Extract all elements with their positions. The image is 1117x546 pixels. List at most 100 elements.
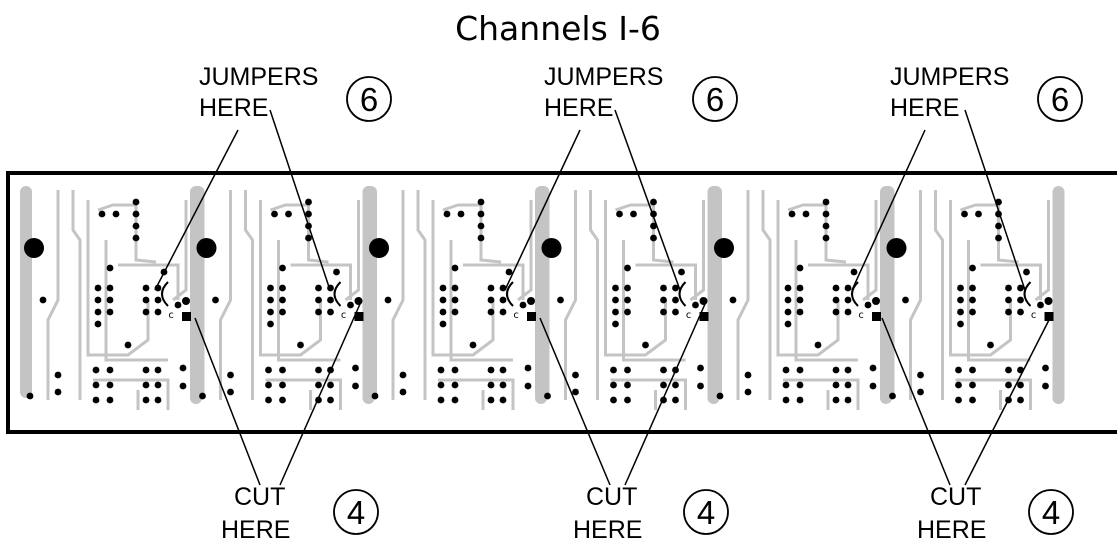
component-pad [315, 308, 322, 316]
component-pad [744, 371, 752, 379]
component-pad [624, 366, 631, 374]
component-pad [279, 264, 286, 272]
component-pad [796, 284, 804, 292]
component-pad [179, 364, 187, 372]
component-pad [154, 308, 162, 316]
component-pad [796, 264, 804, 272]
component-pad [832, 366, 840, 374]
cut-callout-3: CUT HERE 4 [917, 483, 1074, 544]
signal-trace [118, 263, 180, 300]
component-pad [39, 296, 47, 304]
component-pad [439, 308, 447, 316]
channel-1: c [20, 186, 202, 410]
component-pad [850, 268, 858, 276]
component-pad [451, 264, 459, 272]
signal-trace [622, 240, 686, 362]
signal-trace [589, 190, 599, 400]
ground-trace [882, 186, 895, 398]
leader-lines [154, 109, 1051, 486]
component-pad [822, 210, 830, 218]
component-pad [844, 308, 852, 316]
cut-leader-line [881, 317, 951, 486]
cut-count-1: 4 [347, 494, 365, 531]
signal-trace [808, 263, 870, 300]
signal-trace [909, 190, 922, 400]
jumper-leader-line [614, 109, 681, 291]
component-pad [802, 210, 810, 218]
signal-trace [277, 240, 341, 362]
component-pad [660, 296, 667, 304]
component-pad [315, 296, 322, 304]
jumper-count-2: 6 [706, 81, 724, 118]
component-pad [142, 308, 150, 316]
component-pad [557, 296, 564, 304]
component-pad [271, 210, 278, 218]
ground-trace [365, 186, 377, 398]
jumper-arc [1023, 281, 1032, 307]
component-pad [94, 284, 102, 292]
component-pad [902, 296, 909, 304]
component-pad [524, 382, 532, 390]
component-pad [315, 366, 322, 374]
mounting-pad [714, 238, 734, 258]
component-pad [315, 381, 322, 389]
cut-leader-line [279, 303, 361, 486]
component-pad [477, 222, 485, 230]
component-pad [744, 388, 752, 396]
signal-trace [265, 378, 342, 410]
component-pad [26, 392, 34, 400]
signal-trace [635, 263, 697, 300]
component-pad [955, 381, 962, 389]
component-pad [112, 210, 120, 218]
component-pad [212, 296, 219, 304]
component-pad [132, 234, 140, 242]
component-pad [832, 381, 840, 389]
jumper-leader-line [964, 109, 1026, 291]
component-pad [869, 382, 877, 390]
component-pad [572, 388, 579, 396]
component-pad [969, 284, 976, 292]
component-pad [917, 388, 924, 396]
jumper-leader-line [851, 129, 926, 291]
cut-leader-line [194, 317, 261, 486]
component-pad [1042, 364, 1049, 372]
component-pad [106, 264, 114, 272]
jumper-callout-1-line2: HERE [199, 94, 268, 122]
component-pad [451, 296, 459, 304]
component-pad [352, 382, 359, 390]
mounting-pad [24, 238, 44, 258]
jumper-callout-1: JUMPERS HERE 6 [199, 63, 392, 122]
component-pad [612, 284, 619, 292]
component-pad [487, 284, 495, 292]
cut-pad [527, 312, 536, 321]
component-pad [716, 392, 724, 400]
component-pad [451, 366, 459, 374]
component-pad [814, 341, 822, 349]
cut-marker-label: c [513, 310, 519, 321]
component-pad [106, 366, 114, 374]
component-pad [499, 396, 507, 404]
component-pad [832, 308, 840, 316]
component-pad [612, 308, 619, 316]
component-pad [106, 308, 114, 316]
channel-3: c [365, 186, 547, 410]
cut-pad [182, 312, 191, 321]
ground-trace [537, 186, 550, 398]
component-pad [92, 381, 100, 389]
component-pad [1042, 382, 1049, 390]
component-pad [227, 388, 234, 396]
component-pad [384, 296, 392, 304]
component-pad [333, 268, 340, 276]
ground-trace [20, 186, 32, 398]
cut-callout-1: CUT HERE 4 [221, 483, 379, 544]
signal-trace [776, 200, 840, 357]
signal-trace [862, 200, 878, 302]
component-pad [969, 308, 976, 316]
component-pad [957, 320, 964, 328]
component-pad [612, 320, 619, 328]
component-pad [610, 366, 617, 374]
cut-callout-1-line1: CUT [234, 483, 285, 511]
cut-pad [699, 312, 709, 321]
component-pad [94, 308, 102, 316]
signal-trace [736, 190, 750, 400]
